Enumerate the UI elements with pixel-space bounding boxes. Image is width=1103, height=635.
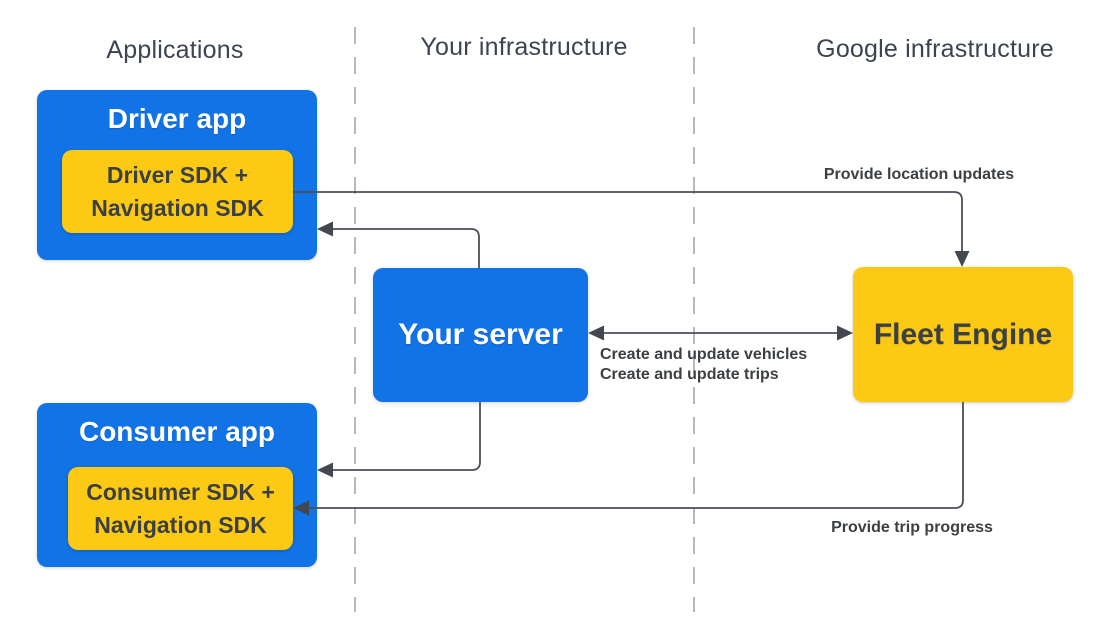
driver-app-box: Driver app Driver SDK + Navigation SDK xyxy=(37,90,317,260)
edge-label-location-updates: Provide location updates xyxy=(823,166,1015,183)
edge-label-vehicles-trips: Create and update vehicles Create and up… xyxy=(600,345,807,385)
connector-trip-progress xyxy=(308,402,964,509)
your-server-title: Your server xyxy=(398,318,563,351)
consumer-app-title: Consumer app xyxy=(78,416,276,447)
fleet-engine-box: Fleet Engine xyxy=(853,267,1073,402)
column-header-applications: Applications xyxy=(106,36,244,64)
consumer-sdk-box: Consumer SDK + Navigation SDK xyxy=(68,467,293,550)
column-header-google-infrastructure: Google infrastructure xyxy=(816,35,1054,63)
arrowhead-into-fleet-engine-top xyxy=(954,251,970,267)
connector-server-to-consumer-app xyxy=(332,402,481,471)
edge-label-trips: Create and update trips xyxy=(600,366,779,383)
consumer-app-box: Consumer app Consumer SDK + Navigation S… xyxy=(37,403,317,567)
arrowhead-into-your-server xyxy=(588,325,604,341)
arrowhead-into-consumer-app xyxy=(317,462,333,478)
your-server-box: Your server xyxy=(373,268,588,402)
arrowhead-into-fleet-engine-left xyxy=(837,325,853,341)
driver-sdk-box: Driver SDK + Navigation SDK xyxy=(62,150,293,233)
connector-location-updates xyxy=(293,191,963,252)
connector-server-to-driver-app xyxy=(332,228,480,268)
consumer-sdk-line2: Navigation SDK xyxy=(94,511,267,538)
driver-sdk-line2: Navigation SDK xyxy=(91,194,264,221)
driver-app-title: Driver app xyxy=(107,103,247,134)
fleet-engine-title: Fleet Engine xyxy=(873,317,1053,351)
edge-label-trip-progress: Provide trip progress xyxy=(831,519,993,536)
consumer-sdk-line1: Consumer SDK + xyxy=(86,478,275,505)
column-header-your-infrastructure: Your infrastructure xyxy=(420,33,628,61)
arrowhead-into-driver-app xyxy=(317,221,333,237)
driver-sdk-line1: Driver SDK + xyxy=(106,161,249,188)
edge-label-vehicles: Create and update vehicles xyxy=(600,346,808,363)
